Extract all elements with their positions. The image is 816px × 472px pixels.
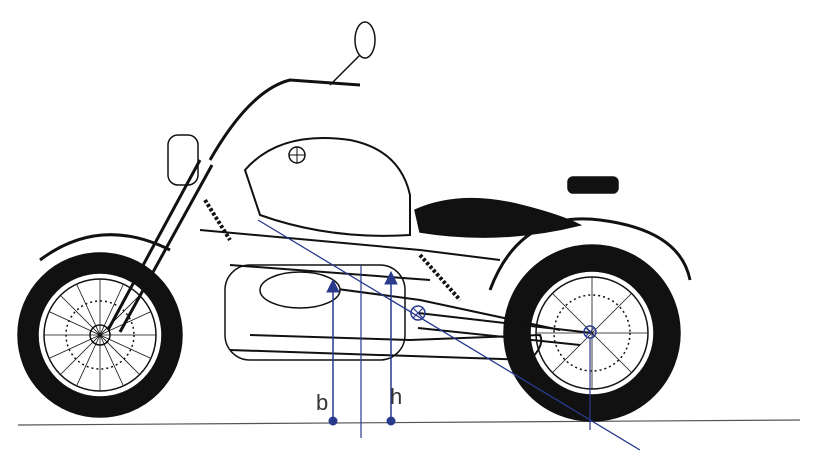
front-spring — [203, 198, 232, 242]
label-h: h — [390, 384, 403, 409]
h-arrow-icon — [384, 270, 398, 285]
annotations — [257, 219, 641, 451]
engine — [224, 264, 406, 361]
swingarm — [417, 312, 593, 346]
handlebar — [208, 78, 361, 161]
h-ground-point — [386, 416, 396, 426]
reference-line — [257, 219, 641, 451]
rear-fender — [488, 217, 692, 291]
rear-rack — [567, 176, 619, 194]
swingarm-pivot-marker — [410, 305, 426, 321]
cylinder-head — [259, 271, 341, 309]
b-arrow-icon — [326, 278, 340, 293]
shock-absorber — [418, 253, 462, 302]
mirror — [354, 21, 376, 59]
fuel-tank — [243, 137, 411, 237]
motorcycle — [17, 21, 692, 422]
ground-line — [17, 419, 801, 426]
exhaust — [229, 333, 543, 362]
headlight — [167, 134, 199, 186]
seat — [414, 197, 583, 238]
front-wheel — [17, 252, 183, 418]
b-ground-point — [328, 416, 338, 426]
label-b: b — [316, 390, 329, 415]
front-fender — [39, 233, 171, 262]
